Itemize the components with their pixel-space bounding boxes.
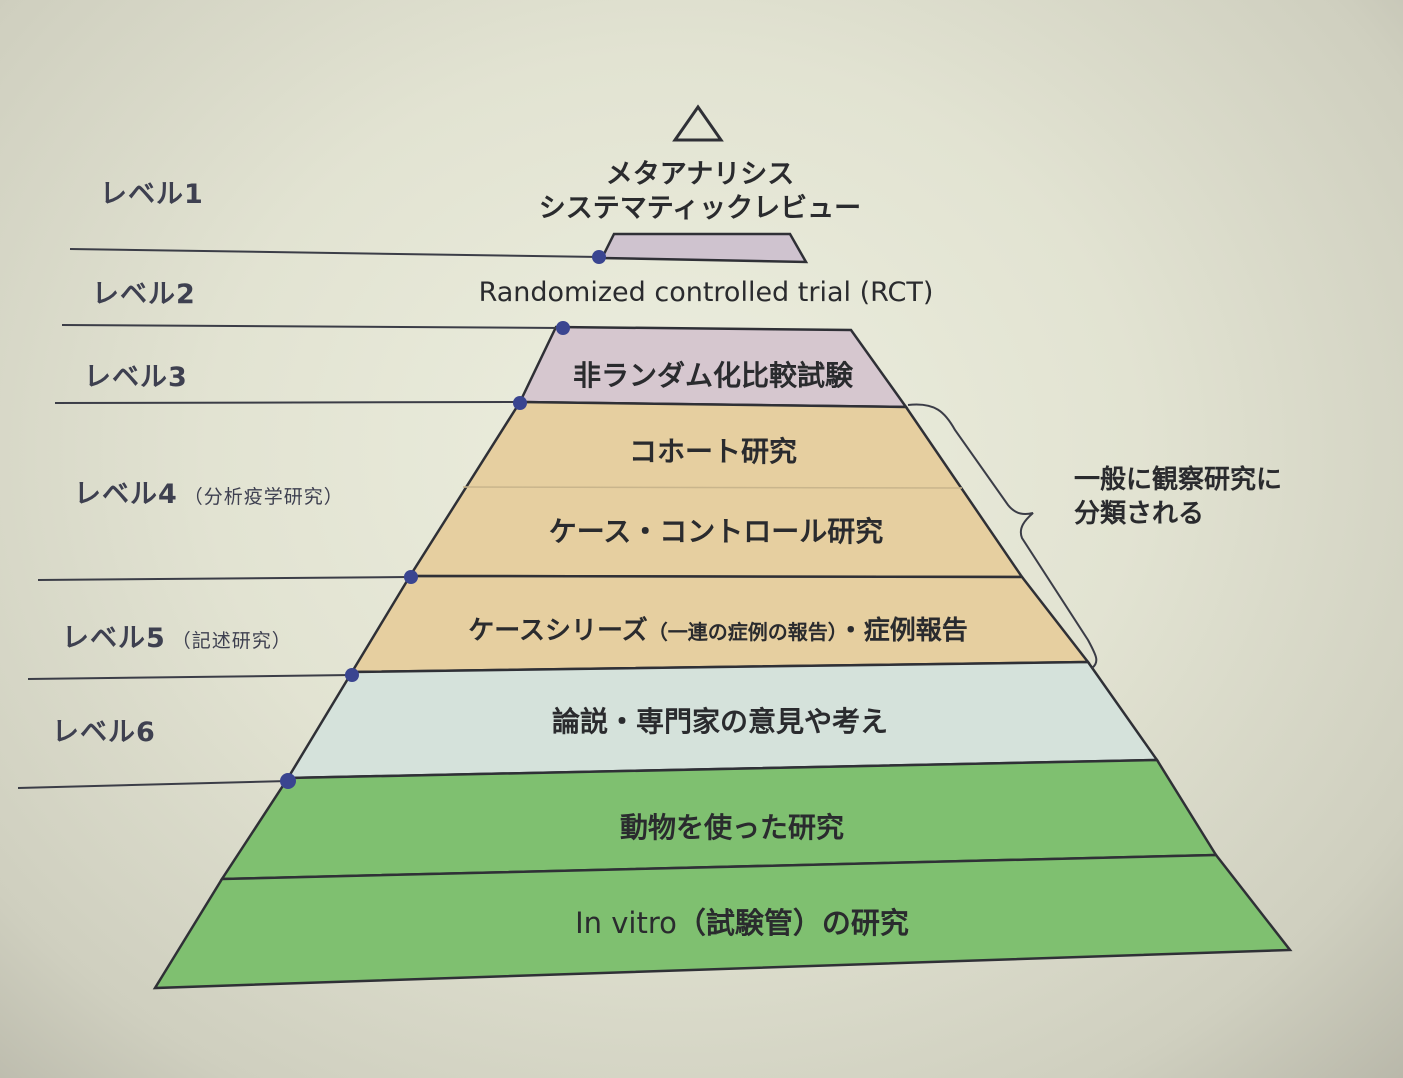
case-series-paren: （一連の症例の報告）: [647, 620, 838, 644]
leader-line-2: [61, 324, 563, 329]
leader-dot-3: [513, 396, 527, 410]
tier-analytical-band: [407, 400, 1025, 579]
leader-line-4: [37, 576, 411, 581]
tier-opinion-label: 論説・専門家の意見や考え: [551, 705, 889, 738]
leader-dot-2: [556, 321, 570, 335]
in-vitro-tail: （試験管）の研究: [676, 906, 909, 940]
leader-line-3: [54, 401, 521, 404]
tier-case-series-label: ケースシリーズ（一連の症例の報告）・症例報告: [468, 610, 967, 647]
tier-case-control-label: ケース・コントロール研究: [548, 515, 884, 548]
tier-rct-band: [599, 232, 809, 264]
level-5-sublabel: （記述研究）: [171, 630, 292, 652]
tier-apex-line1: メタアナリシス: [605, 159, 795, 190]
cohort-divider: [462, 486, 963, 489]
observational-note: 一般に観察研究に 分類される: [1074, 463, 1282, 531]
leader-dot-6: [280, 773, 296, 789]
in-vitro-head: In vitro: [575, 906, 677, 940]
level-6-label: レベル6: [52, 717, 156, 748]
tier-in-vitro-label: In vitro（試験管）の研究: [575, 900, 909, 942]
observational-note-line1: 一般に観察研究に: [1074, 465, 1283, 495]
leader-line-5: [27, 674, 353, 680]
level-1-label: レベル1: [100, 179, 204, 210]
leader-dot-4: [404, 570, 418, 584]
case-series-main: ケースシリーズ: [468, 616, 648, 646]
level-4-sublabel: （分析疫学研究）: [183, 486, 344, 508]
observational-note-line2: 分類される: [1074, 499, 1205, 529]
case-series-tail: ・症例報告: [837, 616, 968, 646]
tier-rct-label: Randomized controlled trial (RCT): [478, 277, 934, 308]
leader-line-1: [69, 248, 601, 258]
leader-line-6: [17, 780, 289, 789]
level-3-label: レベル3: [84, 362, 188, 393]
observational-brace: [907, 403, 1098, 669]
tier-non-random-label: 非ランダム化比較試験: [572, 359, 854, 392]
level-2-label: レベル2: [92, 279, 196, 310]
level-5-label: レベル5（記述研究）: [62, 623, 292, 654]
pyramid-apex-outline: [672, 104, 724, 142]
leader-dot-5: [345, 668, 359, 682]
tier-animal-label: 動物を使った研究: [619, 811, 845, 844]
tier-in-vitro-band: [152, 853, 1293, 990]
tier-apex-line2: システマティックレビュー: [538, 193, 862, 224]
leader-dot-1: [592, 250, 606, 264]
level-4-label: レベル4（分析疫学研究）: [74, 479, 344, 510]
tier-cohort-label: コホート研究: [628, 435, 798, 468]
